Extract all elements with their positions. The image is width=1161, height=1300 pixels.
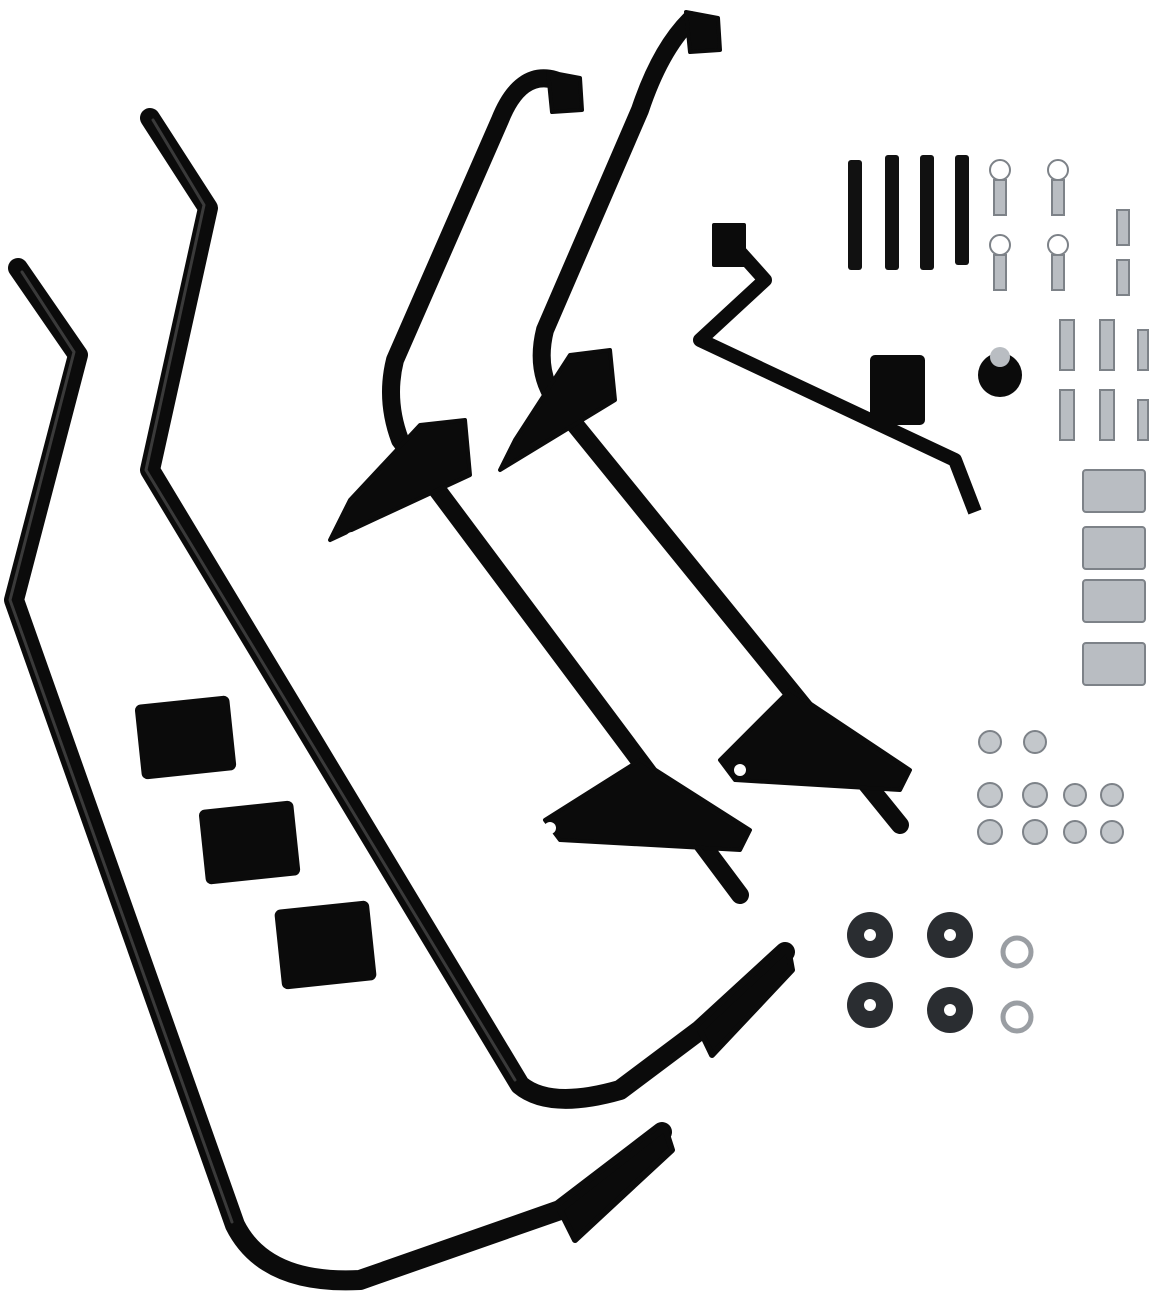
bag-clips	[134, 347, 1022, 990]
clip-nuts	[1082, 469, 1146, 686]
z-bracket	[693, 223, 982, 515]
rail-bracket-rear	[498, 10, 912, 834]
long-bracket-left	[4, 258, 675, 1291]
rail-bracket-front	[328, 69, 752, 904]
washers	[847, 912, 1034, 1034]
quick-release-pins	[989, 159, 1069, 291]
screws	[1059, 209, 1149, 441]
bolts	[848, 155, 969, 270]
long-bracket-right	[140, 108, 795, 1109]
nuts	[977, 730, 1124, 845]
